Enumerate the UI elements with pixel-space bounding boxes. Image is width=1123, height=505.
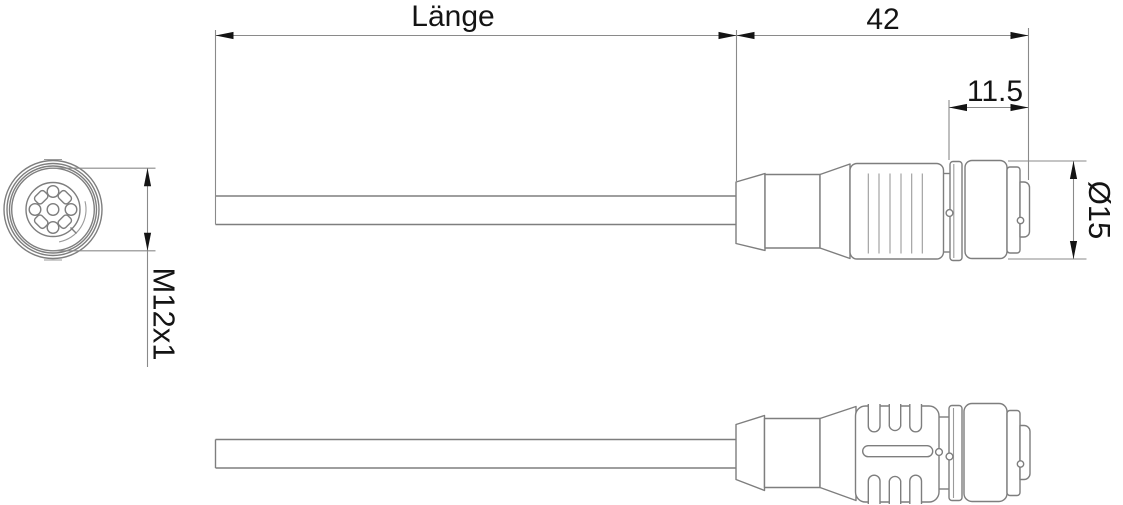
pin-socket-ne — [57, 189, 73, 205]
arrowhead-up — [143, 168, 152, 187]
dimension-length: Länge — [214, 0, 737, 225]
arrowhead-down — [1069, 241, 1078, 259]
mating-tip — [1019, 181, 1031, 238]
side-view-top — [215, 159, 1031, 262]
bend-relief-cylinder — [763, 417, 821, 489]
cap-length-label: 11.5 — [967, 75, 1023, 108]
tip-notch — [1016, 216, 1025, 225]
arrowhead-left — [215, 31, 234, 40]
knurled-body — [849, 162, 945, 260]
arrowhead-right — [1010, 31, 1029, 40]
bend-relief-taper — [735, 414, 766, 492]
pin-top — [46, 184, 60, 198]
side-view-bottom — [214, 402, 1031, 504]
body-cone — [819, 163, 851, 260]
arrowhead-up — [1069, 161, 1078, 179]
dimension-connector-length: 42 — [735, 3, 1030, 181]
arrowhead-right — [1010, 103, 1029, 112]
pin-insert-circle — [25, 181, 81, 238]
arrowhead-right — [718, 31, 737, 40]
knurl-lines — [867, 173, 923, 254]
cap-diameter-label: Ø15 — [1082, 181, 1117, 240]
pin-socket-sw — [33, 214, 49, 230]
thread-circle — [11, 167, 95, 252]
connector-cap — [964, 159, 1008, 260]
thread-dimension-label: M12x1 — [147, 267, 182, 360]
bend-relief-cylinder — [764, 173, 821, 249]
keyway-line — [70, 227, 77, 234]
dimension-thread: M12x1 — [50, 167, 182, 367]
ring-notch — [945, 452, 954, 461]
grip-notch — [934, 447, 944, 457]
pin-right — [64, 202, 78, 216]
dimension-cap-diameter: Ø15 — [1008, 160, 1117, 260]
arrowhead-down — [143, 232, 152, 251]
ring-notch — [945, 208, 954, 218]
dimension-cap-length: 11.5 — [948, 75, 1029, 160]
coupling-nut-outer-circle — [3, 159, 103, 260]
front-view — [3, 158, 103, 261]
pin-group — [28, 184, 78, 234]
coupling-nut-circle-2 — [6, 162, 100, 257]
length-dimension-label: Länge — [411, 0, 494, 33]
pin-center — [46, 202, 60, 216]
tip-notch — [1016, 460, 1025, 468]
grip-slots-bottom — [867, 474, 923, 504]
connector-cap — [963, 402, 1008, 503]
insert-seam-arc — [58, 201, 87, 243]
bend-relief-taper — [735, 172, 766, 252]
body-cone — [819, 405, 857, 502]
mating-tip — [1019, 424, 1031, 481]
pin-socket-nw — [33, 189, 49, 205]
arrowhead-left — [949, 103, 967, 112]
coupling-nut-circle-3 — [8, 165, 98, 254]
grip-center-slot — [862, 445, 934, 458]
grip-slots-top — [867, 404, 923, 433]
pin-socket-se — [57, 214, 73, 230]
pin-left — [28, 202, 42, 216]
pin-bottom — [46, 220, 60, 234]
connector-length-label: 42 — [866, 3, 899, 36]
front-ring — [1006, 166, 1021, 254]
arrowhead-left — [736, 31, 755, 40]
front-ring — [1006, 409, 1021, 497]
